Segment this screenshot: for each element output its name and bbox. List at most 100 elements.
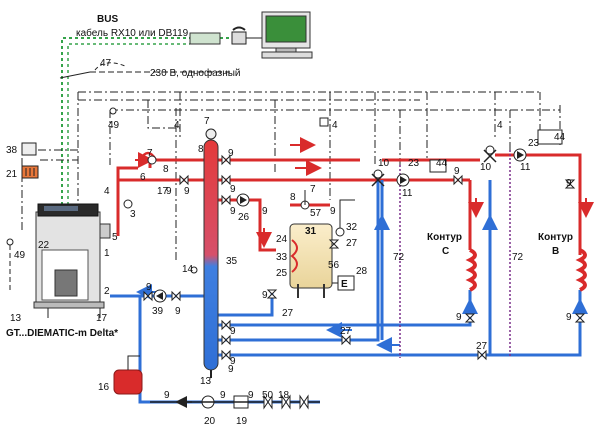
label-26: 26 (238, 212, 250, 223)
label-33: 33 (276, 252, 288, 263)
circuit-c-letter: C (442, 246, 449, 257)
pump-icon-11b (513, 148, 527, 162)
label-50: 50 (262, 390, 274, 401)
hydraulic-separator (203, 128, 219, 378)
label-9e: 9 (228, 148, 234, 159)
reference-numbers: 4 3 7 6 8 17 9 9 9 39 9 14 7 8 9 9 35 9 … (98, 116, 572, 427)
label-23b: 23 (528, 138, 540, 149)
label-1: 1 (104, 248, 110, 259)
modem-icon (189, 32, 221, 45)
label-9d: 9 (175, 306, 181, 317)
circuit-c-title: Контур (427, 232, 462, 243)
expansion-vessel-icon (113, 369, 143, 395)
label-9m: 9 (456, 312, 462, 323)
pump-icon-39 (153, 289, 167, 303)
tank-label: 31 (305, 226, 317, 237)
label-27b: 27 (346, 238, 358, 249)
mixing-valve-icon-10b (483, 145, 497, 163)
label-13a: 13 (10, 313, 22, 324)
label-18: 18 (278, 390, 290, 401)
boiler-name: GT...DIEMATIC-m Delta* (6, 328, 118, 339)
label-10b: 10 (480, 162, 492, 173)
label-49b: 49 (14, 250, 26, 261)
label-22: 22 (38, 240, 50, 251)
label-9i: 9 (262, 290, 268, 301)
label-6: 6 (140, 172, 146, 183)
label-9r: 9 (164, 390, 170, 401)
label-2: 2 (104, 286, 110, 297)
mixing-valve-icon-10c (371, 169, 385, 187)
label-16: 16 (98, 382, 110, 393)
label-17a: 17 (157, 186, 169, 197)
label-11b: 11 (520, 162, 531, 173)
label-28: 28 (356, 266, 368, 277)
label-57: 57 (310, 208, 322, 219)
radiator-icon-b (575, 248, 587, 292)
outdoor-sensor-icon (21, 142, 37, 156)
label-8b: 8 (198, 144, 204, 155)
label-72b: 72 (512, 252, 524, 263)
label-72a: 72 (393, 252, 405, 263)
bus-title: BUS (97, 14, 118, 25)
label-9p: 9 (230, 356, 236, 367)
label-9k: 9 (454, 166, 460, 177)
label-13b: 13 (200, 376, 212, 387)
label-23a: 23 (408, 158, 420, 169)
label-17b: 17 (96, 313, 108, 324)
label-11a: 11 (402, 188, 413, 199)
label-20: 20 (204, 416, 216, 427)
label-27c: 27 (340, 326, 352, 337)
label-19: 19 (236, 416, 248, 427)
label-44a: 44 (436, 158, 448, 169)
label-10a: 10 (378, 158, 390, 169)
label-7c: 7 (310, 184, 316, 195)
label-7a: 7 (147, 148, 153, 159)
label-9g: 9 (230, 206, 236, 217)
label-9n: 9 (566, 312, 572, 323)
computer-icon (261, 11, 313, 59)
label-27d: 27 (476, 341, 488, 352)
label-9f: 9 (230, 184, 236, 195)
label-4c: 4 (497, 120, 503, 131)
label-9c: 9 (146, 282, 152, 293)
label-4a: 4 (104, 186, 110, 197)
bus-cable-label: кабель RX10 или DB119 (76, 27, 189, 39)
label-39: 39 (152, 306, 164, 317)
label-9o: 9 (230, 326, 236, 337)
label-8a: 8 (163, 164, 169, 175)
electric-heater-label: E (341, 279, 348, 290)
room-unit-icon (21, 165, 39, 179)
label-38: 38 (6, 145, 18, 156)
label-25: 25 (276, 268, 288, 279)
label-9a: 9 (166, 186, 172, 197)
safety-valve-icons (123, 117, 563, 274)
bus-line (61, 37, 232, 205)
telephone-icon (231, 26, 247, 45)
label-44b: 44 (554, 132, 566, 143)
dhw-tank (289, 223, 333, 298)
label-9h: 9 (262, 206, 268, 217)
pump-icon-26 (236, 193, 250, 207)
label-49a: 49 (108, 120, 120, 131)
label-24: 24 (276, 234, 288, 245)
label-9j: 9 (330, 206, 336, 217)
valve-icons (143, 154, 586, 410)
label-35: 35 (226, 256, 238, 267)
pump-icon-11c (396, 173, 410, 187)
label-27a: 27 (282, 308, 294, 319)
label-56: 56 (328, 260, 340, 271)
label-8c: 8 (290, 192, 296, 203)
label-7b: 7 (204, 116, 210, 127)
circuit-b-letter: B (552, 246, 559, 257)
label-5: 5 (112, 232, 118, 243)
label-9q: 9 (228, 364, 234, 375)
radiator-icon-c (465, 248, 477, 292)
label-9l: 9 (566, 178, 572, 189)
label-9b: 9 (184, 186, 190, 197)
label-47: 47 (100, 58, 112, 69)
circuit-b-title: Контур (538, 232, 573, 243)
label-4b: 4 (332, 120, 338, 131)
label-9s: 9 (220, 390, 226, 401)
